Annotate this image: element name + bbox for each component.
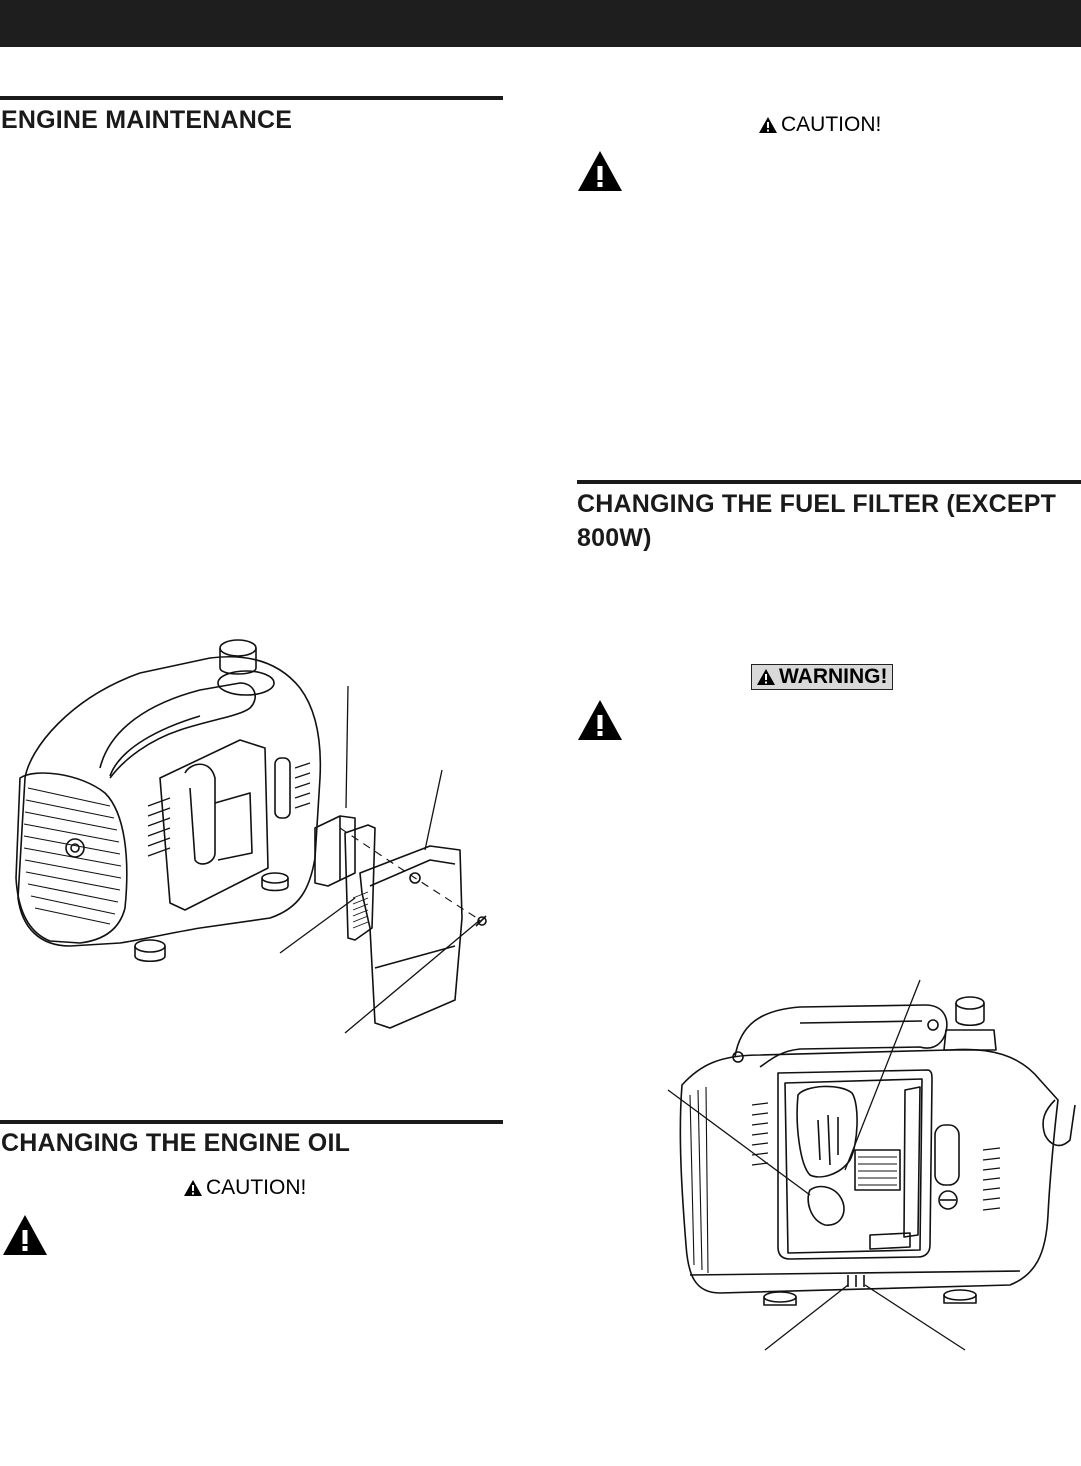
section-rule (577, 480, 1081, 484)
warning-text: WARNING! (779, 665, 888, 688)
fuel-filter-side-figure (667, 979, 1076, 1351)
air-filter-exploded-figure (15, 639, 487, 1034)
section-rule (0, 96, 503, 100)
warning-triangle-icon (3, 1215, 47, 1255)
section-title-fuel-filter-line1: CHANGING THE FUEL FILTER (EXCEPT (577, 490, 1057, 518)
warning-triangle-icon (757, 669, 775, 685)
section-rule (0, 1120, 503, 1124)
caution-label: CAUTION! (183, 1176, 306, 1200)
section-title-changing-engine-oil: CHANGING THE ENGINE OIL (1, 1129, 351, 1157)
caution-text: CAUTION! (781, 113, 882, 136)
warning-triangle-icon (184, 1180, 202, 1196)
section-title-engine-maintenance: ENGINE MAINTENANCE (1, 106, 293, 134)
warning-label: WARNING! (751, 664, 893, 690)
section-title-fuel-filter-line2: 800W) (577, 524, 652, 552)
warning-triangle-icon (759, 117, 777, 133)
caution-label: CAUTION! (758, 113, 881, 137)
page-header-bar (0, 0, 1081, 47)
warning-triangle-icon (578, 700, 622, 740)
caution-text: CAUTION! (206, 1176, 307, 1199)
warning-triangle-icon (578, 151, 622, 191)
